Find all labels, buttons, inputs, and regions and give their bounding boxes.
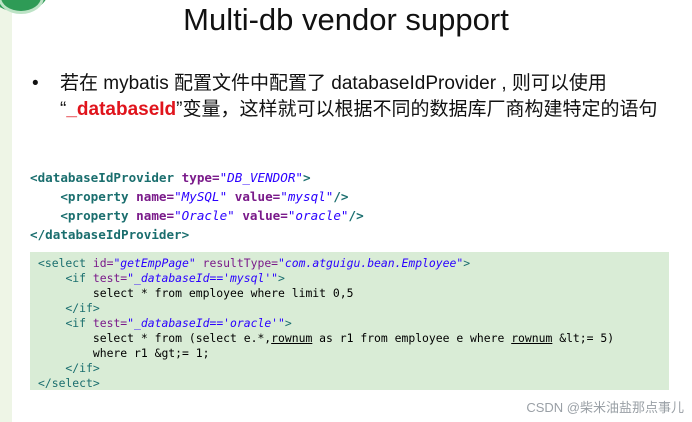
code-line: <select id="getEmpPage" resultType="com.…	[38, 256, 471, 270]
csdn-watermark: CSDN @柴米油盐那点事儿	[526, 400, 684, 415]
code-line: <if test="_databaseId=='mysql'">	[65, 271, 285, 285]
code-line: <property name="MySQL" value="mysql"/>	[60, 189, 349, 204]
code-line: </if>	[38, 301, 100, 315]
code-line: <databaseIdProvider type="DB_VENDOR">	[30, 170, 311, 185]
bullet-text-part2: ”变量，这样就可以根据不同的数据库厂商构建特定的语句	[176, 99, 658, 120]
bullet-highlight: _databaseId	[66, 99, 177, 120]
code-line: select * from employee where limit 0,5	[38, 286, 354, 300]
left-accent-bar	[0, 0, 12, 422]
code-line: select * from (select e.*,rownum as r1 f…	[38, 331, 615, 345]
bullet-text: 若在 mybatis 配置文件中配置了 databaseIdProvider ,…	[60, 71, 672, 123]
slide-title: Multi-db vendor support	[183, 2, 509, 37]
code-line: </databaseIdProvider>	[30, 227, 190, 242]
select-statement-code: <select id="getEmpPage" resultType="com.…	[38, 256, 614, 391]
code-line: <property name="Oracle" value="oracle"/>	[60, 208, 364, 223]
code-line: where r1 &gt;= 1;	[38, 346, 210, 360]
code-line: </select>	[38, 376, 100, 390]
bullet-text-part1: 若在 mybatis 配置文件中配置了 databaseIdProvider ,…	[60, 73, 607, 120]
code-line: <if test="_databaseId=='oracle'">	[65, 316, 292, 330]
code-line: </if>	[38, 361, 100, 375]
database-id-provider-code: <databaseIdProvider type="DB_VENDOR"> <p…	[30, 168, 364, 244]
bullet-marker: •	[32, 73, 39, 94]
select-code-background	[30, 252, 669, 390]
